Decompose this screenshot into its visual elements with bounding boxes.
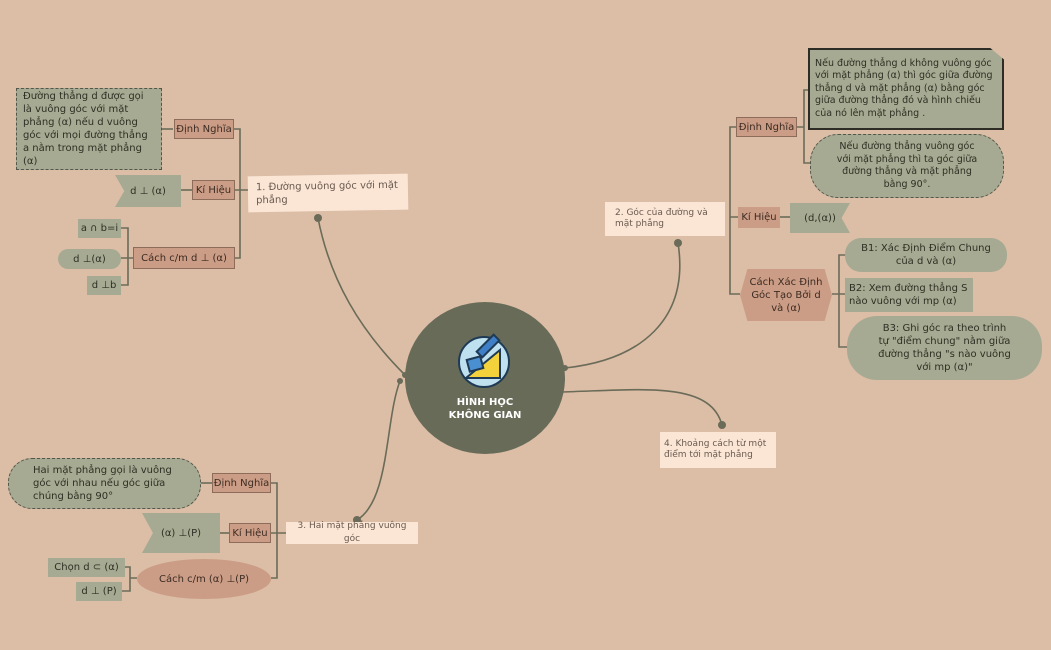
t2-symbol-label-text: Kí Hiệu [741, 212, 777, 223]
t3-definition-text[interactable]: Hai mặt phẳng gọi là vuông góc với nhau … [8, 458, 201, 509]
t1-definition-text-content: Đường thẳng d được gọi là vuông góc với … [23, 91, 148, 167]
topic-4-title-text: 4. Khoảng cách từ một điểm tới mặt phẳng [664, 439, 767, 460]
t1-symbol-value[interactable]: d ⊥ (α) [115, 175, 181, 207]
t2-step-text: B2: Xem đường thẳng S nào vuông với mp (… [849, 283, 968, 307]
central-title-line2: KHÔNG GIAN [448, 410, 522, 421]
t2-method-label-text: Cách Xác Định Góc Tạo Bởi d và (α) [749, 276, 823, 314]
t3-definition-text-content: Hai mặt phẳng gọi là vuông góc với nhau … [33, 465, 172, 502]
t1-proof-label[interactable]: Cách c/m d ⊥ (α) [133, 247, 235, 269]
t1-proof-item[interactable]: a ∩ b=i [78, 219, 121, 238]
central-topic[interactable]: HÌNH HỌC KHÔNG GIAN [405, 302, 565, 454]
t1-proof-label-text: Cách c/m d ⊥ (α) [141, 252, 227, 264]
t2-definition-text-1[interactable]: Nếu đường thẳng d không vuông góc với mặ… [808, 48, 1004, 130]
t1-symbol-label[interactable]: Kí Hiệu [192, 180, 235, 200]
t3-symbol-label[interactable]: Kí Hiệu [229, 523, 271, 543]
t2-step-text: B3: Ghi góc ra theo trình tự "điểm chung… [878, 323, 1011, 373]
geometry-tools-icon [458, 333, 510, 388]
t1-definition-text[interactable]: Đường thẳng d được gọi là vuông góc với … [16, 88, 162, 170]
t1-proof-item-text: a ∩ b=i [80, 223, 119, 234]
t3-definition-label-text: Định Nghĩa [213, 477, 270, 489]
topic-1-title[interactable]: 1. Đường vuông góc với mặt phẳng [247, 173, 409, 213]
t1-proof-item-text: d ⊥(α) [73, 253, 106, 265]
topic-1-title-text: 1. Đường vuông góc với mặt phẳng [255, 179, 398, 207]
topic-3-title-text: 3. Hai mặt phẳng vuông góc [297, 521, 407, 544]
t1-definition-label-text: Định Nghĩa [176, 123, 232, 135]
t1-proof-item[interactable]: d ⊥b [87, 276, 121, 295]
t3-proof-item-text: Chọn d ⊂ (α) [54, 562, 119, 573]
t2-symbol-value-text: (d,(α)) [804, 212, 836, 224]
t3-symbol-value[interactable]: (α) ⊥(P) [142, 513, 220, 553]
t3-symbol-label-text: Kí Hiệu [232, 527, 268, 539]
topic-2-title[interactable]: 2. Góc của đường và mặt phẳng [605, 202, 725, 236]
t3-proof-item[interactable]: d ⊥ (P) [76, 582, 122, 601]
t2-step[interactable]: B3: Ghi góc ra theo trình tự "điểm chung… [847, 316, 1042, 380]
t3-symbol-value-text: (α) ⊥(P) [160, 527, 202, 539]
t2-symbol-value[interactable]: (d,(α)) [790, 203, 850, 233]
t1-proof-item[interactable]: d ⊥(α) [58, 249, 121, 269]
topic-3-title[interactable]: 3. Hai mặt phẳng vuông góc [286, 521, 418, 544]
central-title-line1: HÌNH HỌC [456, 397, 514, 408]
t1-proof-item-text: d ⊥b [91, 280, 117, 291]
t1-symbol-label-text: Kí Hiệu [195, 184, 232, 196]
t2-method-label[interactable]: Cách Xác Định Góc Tạo Bởi d và (α) [740, 269, 832, 321]
t2-step[interactable]: B2: Xem đường thẳng S nào vuông với mp (… [845, 278, 973, 312]
t2-step-text: B1: Xác Định Điểm Chung của d và (α) [861, 243, 991, 267]
t1-symbol-value-text: d ⊥ (α) [130, 185, 166, 197]
t2-symbol-label[interactable]: Kí Hiệu [738, 207, 780, 228]
t2-definition-text-1-content: Nếu đường thẳng d không vuông góc với mặ… [815, 57, 993, 119]
t2-definition-text-2[interactable]: Nếu đường thẳng vuông góc với mặt phẳng … [810, 134, 1004, 198]
t3-definition-label[interactable]: Định Nghĩa [212, 473, 271, 493]
t2-definition-label[interactable]: Định Nghĩa [736, 117, 797, 137]
topic-4-title[interactable]: 4. Khoảng cách từ một điểm tới mặt phẳng [660, 432, 776, 468]
t3-proof-label[interactable]: Cách c/m (α) ⊥(P) [137, 559, 271, 599]
t3-proof-item-text: d ⊥ (P) [81, 586, 117, 597]
t2-definition-text-2-content: Nếu đường thẳng vuông góc với mặt phẳng … [836, 141, 978, 190]
t2-definition-label-text: Định Nghĩa [738, 121, 795, 133]
t2-step[interactable]: B1: Xác Định Điểm Chung của d và (α) [845, 238, 1007, 272]
t3-proof-item[interactable]: Chọn d ⊂ (α) [48, 558, 125, 577]
t1-definition-label[interactable]: Định Nghĩa [174, 119, 234, 139]
central-topic-title: HÌNH HỌC KHÔNG GIAN [405, 396, 565, 422]
topic-2-title-text: 2. Góc của đường và mặt phẳng [615, 208, 708, 229]
t3-proof-label-text: Cách c/m (α) ⊥(P) [158, 573, 250, 585]
